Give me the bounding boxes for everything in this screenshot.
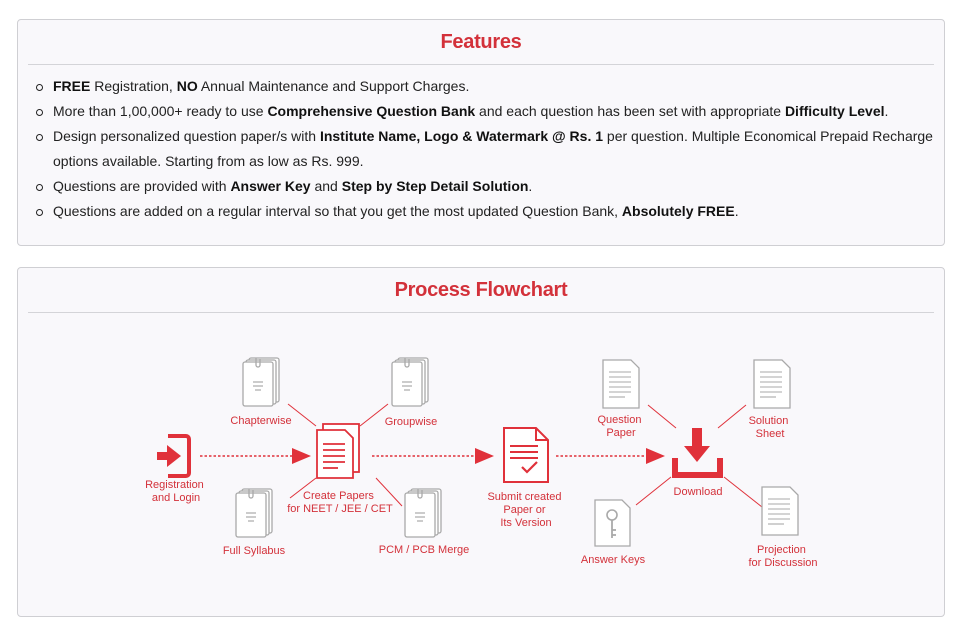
connector-lines bbox=[287, 403, 763, 508]
projection-icon bbox=[761, 486, 799, 536]
create-papers-icon bbox=[316, 423, 360, 479]
feature-item: More than 1,00,000+ ready to use Compreh… bbox=[18, 99, 944, 124]
feature-item: FREE Registration, NO Annual Maintenance… bbox=[18, 74, 944, 99]
features-title: Features bbox=[440, 31, 522, 53]
feature-text: and bbox=[310, 178, 342, 194]
chapterwise-label: Chapterwise bbox=[230, 415, 291, 427]
feature-text: . bbox=[884, 103, 889, 119]
solution-sheet-icon bbox=[753, 359, 791, 409]
feature-text: Registration, bbox=[90, 78, 177, 94]
feature-text: Questions are added on a regular interva… bbox=[53, 203, 622, 219]
login-icon bbox=[157, 434, 191, 478]
feature-highlight: Answer Key bbox=[230, 178, 311, 194]
download-icon bbox=[672, 428, 723, 478]
create-papers-label: Create Papers for NEET / JEE / CET bbox=[287, 490, 393, 515]
feature-text: Design personalized question paper/s wit… bbox=[53, 128, 320, 144]
feature-item: Questions are added on a regular interva… bbox=[18, 199, 944, 224]
question-paper-icon bbox=[602, 359, 640, 409]
flow-arrows bbox=[200, 448, 665, 464]
solution-sheet-label: Solution Sheet bbox=[749, 415, 792, 440]
answer-keys-label: Answer Keys bbox=[581, 554, 646, 566]
feature-highlight: Absolutely FREE bbox=[621, 203, 735, 219]
groupwise-label: Groupwise bbox=[385, 416, 438, 428]
feature-text: More than 1,00,000+ ready to use bbox=[53, 103, 268, 119]
groupwise-doc-icon bbox=[391, 357, 429, 407]
question-paper-label: Question Paper bbox=[597, 414, 644, 439]
submit-doc-icon bbox=[503, 427, 549, 483]
flowchart-panel: Process Flowchart bbox=[17, 267, 945, 617]
features-panel: Features FREE Registration, NO Annual Ma… bbox=[17, 19, 945, 246]
feature-highlight: NO bbox=[176, 78, 198, 94]
flowchart-divider bbox=[28, 312, 934, 313]
feature-text: and each question has been set with appr… bbox=[475, 103, 785, 119]
feature-text: Annual Maintenance and Support Charges. bbox=[197, 78, 470, 94]
feature-text: . bbox=[734, 203, 739, 219]
features-divider bbox=[28, 64, 934, 65]
feature-highlight: FREE bbox=[53, 78, 91, 94]
pcm-pcb-doc-icon bbox=[404, 488, 442, 538]
feature-highlight: Institute Name, Logo & Watermark @ Rs. 1 bbox=[319, 128, 604, 144]
submit-label: Submit created Paper or Its Version bbox=[487, 491, 564, 529]
feature-highlight: Comprehensive Question Bank bbox=[267, 103, 476, 119]
flowchart-title: Process Flowchart bbox=[394, 279, 568, 301]
answer-key-icon bbox=[594, 499, 631, 547]
feature-item: Design personalized question paper/s wit… bbox=[18, 124, 944, 174]
feature-item: Questions are provided with Answer Key a… bbox=[18, 174, 944, 199]
full-syllabus-label: Full Syllabus bbox=[223, 545, 286, 557]
feature-highlight: Difficulty Level bbox=[784, 103, 885, 119]
chapterwise-doc-icon bbox=[242, 357, 280, 407]
feature-text: . bbox=[528, 178, 533, 194]
feature-text: per question. Multiple Economical Prepai… bbox=[53, 128, 933, 169]
projection-label: Projection for Discussion bbox=[748, 544, 817, 569]
download-label: Download bbox=[674, 486, 723, 498]
feature-text: Questions are provided with bbox=[53, 178, 231, 194]
feature-highlight: Step by Step Detail Solution bbox=[341, 178, 529, 194]
pcm-pcb-merge-label: PCM / PCB Merge bbox=[379, 544, 469, 556]
full-syllabus-doc-icon bbox=[235, 488, 273, 538]
registration-label: Registration and Login bbox=[145, 479, 207, 504]
features-list: FREE Registration, NO Annual Maintenance… bbox=[18, 65, 944, 224]
